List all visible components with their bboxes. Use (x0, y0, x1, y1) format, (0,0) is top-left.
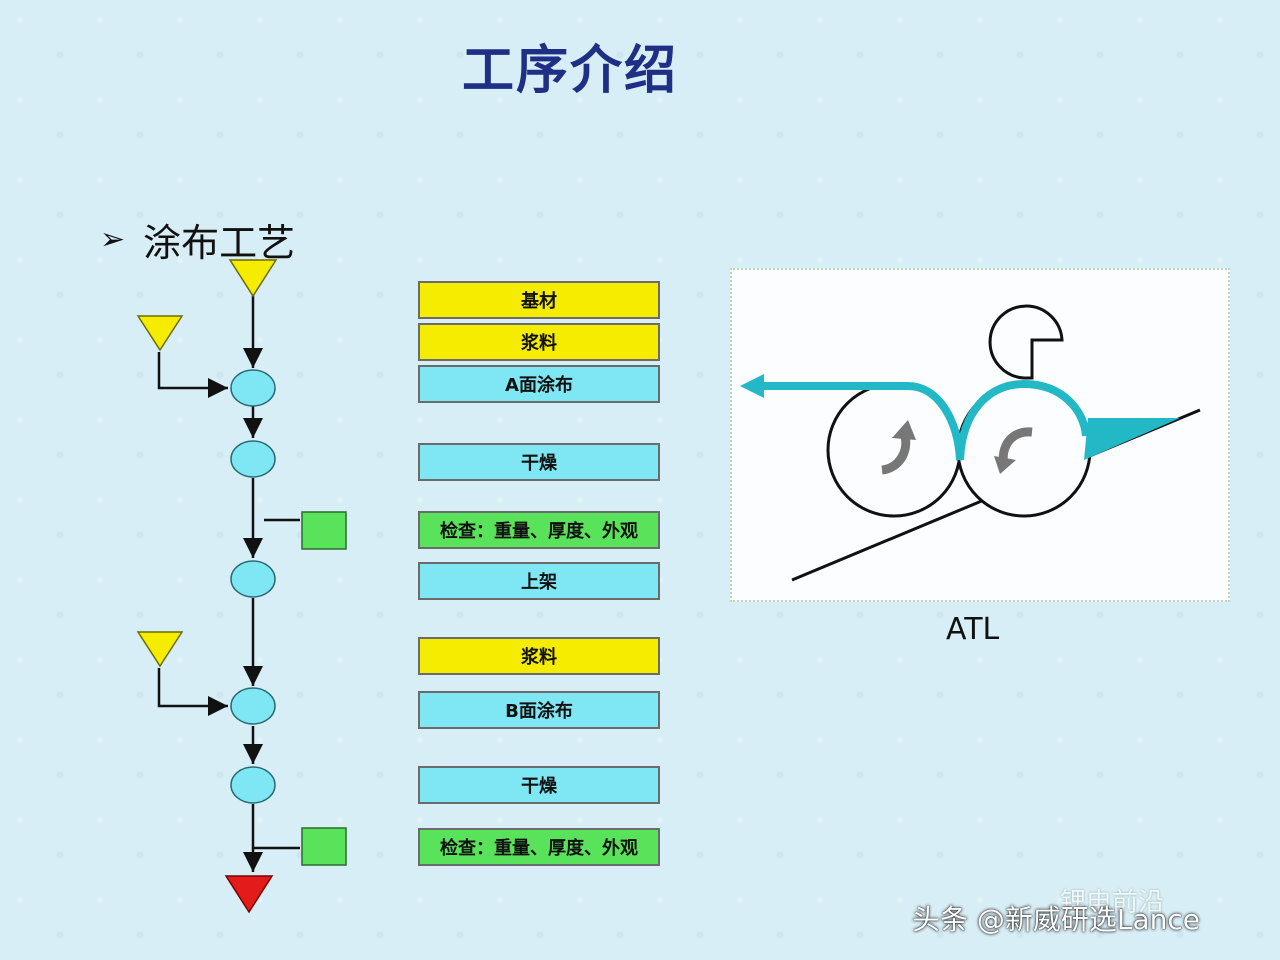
rotation-arrow-head-icon (994, 456, 1016, 474)
slurry-input-triangle (136, 631, 184, 668)
coater-rollers-drawing (740, 304, 1201, 582)
section-heading-text: 涂布工艺 (143, 221, 296, 265)
slurry-pool (1084, 418, 1180, 460)
process-node (230, 687, 276, 725)
substrate-input-triangle (228, 259, 278, 298)
rotation-arrow-head-icon (892, 420, 916, 440)
input-connector (157, 668, 228, 716)
section-heading: ➢ 涂布工艺 (100, 212, 295, 267)
atl-coater-illustration (730, 268, 1230, 602)
process-node (230, 766, 276, 804)
process-flow-diagram (136, 259, 347, 914)
step-box: B面涂布 (418, 691, 660, 729)
process-node (230, 369, 276, 407)
process-node (230, 440, 276, 478)
step-box: 浆料 (418, 637, 660, 675)
step-box: A面涂布 (418, 365, 660, 403)
step-box: 检查：重量、厚度、外观 (418, 511, 660, 549)
step-box: 干燥 (418, 443, 660, 481)
watermark-top: 锂电前沿 (1060, 888, 1165, 918)
step-box: 检查：重量、厚度、外观 (418, 828, 660, 866)
inspection-square (301, 511, 347, 550)
step-box: 干燥 (418, 766, 660, 804)
step-box: 基材 (418, 281, 660, 319)
watermark: 头条 @新威研选Lance (912, 903, 1201, 936)
step-box: 上架 (418, 562, 660, 600)
slurry-input-triangle (136, 315, 184, 352)
end-triangle (224, 875, 274, 914)
page-title: 工序介绍 (461, 41, 678, 101)
metering-roller (988, 304, 1064, 380)
step-box: 浆料 (418, 323, 660, 361)
input-connector (157, 352, 228, 398)
coating-film-path (752, 379, 1090, 461)
process-node (230, 560, 276, 598)
inspection-square (301, 827, 347, 866)
film-direction-arrow-icon (740, 374, 764, 398)
atl-label: ATL (946, 612, 1000, 647)
arrow-bullet-icon: ➢ (100, 222, 126, 257)
